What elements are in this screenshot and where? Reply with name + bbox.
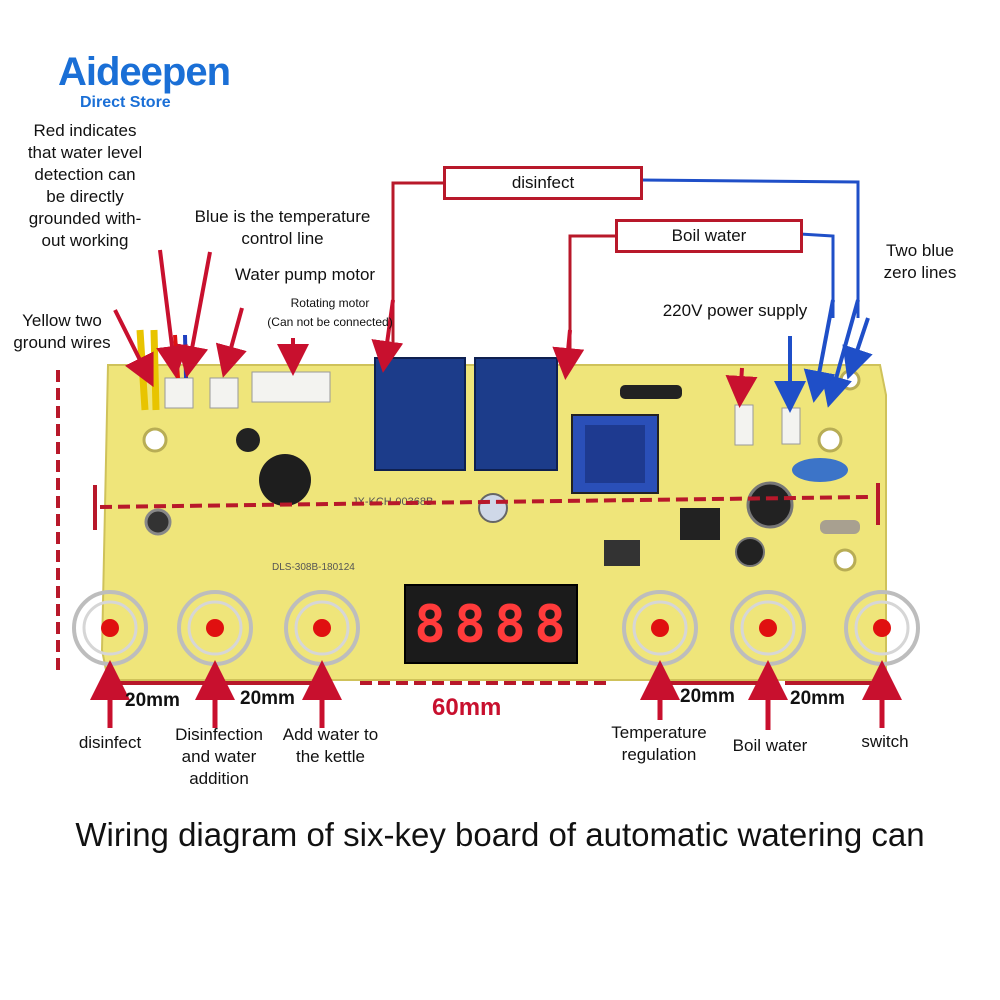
disinfect-box: disinfect — [443, 166, 643, 200]
display-digit: 8 — [454, 595, 486, 655]
capacitor — [746, 481, 794, 529]
relay-1 — [374, 357, 466, 471]
label-water-pump-motor: Water pump motor — [234, 265, 376, 284]
mount-hole — [839, 369, 861, 391]
ic2 — [604, 540, 640, 566]
capacitor — [735, 537, 765, 567]
capacitor — [144, 508, 172, 536]
display-digit: 8 — [414, 595, 446, 655]
key-label-disinfection-water-addition: Disinfection and water addition — [175, 725, 263, 788]
dimension-60mm: 60mm — [432, 694, 502, 721]
label-red-level-detection: Red indicates that water level detection… — [27, 121, 143, 250]
dimension-20mm: 20mm — [790, 688, 845, 709]
connector-cn1 — [164, 377, 194, 409]
diagram-caption: Wiring diagram of six-key board of autom… — [75, 816, 925, 853]
mount-hole — [833, 548, 857, 572]
key-label-temperature-regulation: Temperature regulation — [611, 723, 707, 764]
key-label-disinfect: disinfect — [78, 733, 142, 752]
label-rotating-motor: Rotating motor (Can not be connected) — [267, 296, 393, 329]
brand-subtitle: Direct Store — [80, 94, 171, 111]
display-digit: 8 — [534, 595, 566, 655]
ic1 — [680, 508, 720, 540]
svg-text:DLS-308B-180124: DLS-308B-180124 — [272, 562, 355, 573]
label-220v-power-supply: 220V power supply — [662, 301, 808, 320]
display-digit: 8 — [494, 595, 526, 655]
label-two-blue-zero-lines: Two blue zero lines — [883, 241, 957, 282]
dimension-20mm: 20mm — [240, 688, 295, 709]
fuse — [620, 385, 682, 399]
capacitor — [478, 493, 508, 523]
seven-segment-display — [404, 584, 578, 664]
connector-zero — [781, 407, 801, 445]
key-label-add-water-kettle: Add water to the kettle — [282, 725, 379, 766]
dimension-20mm: 20mm — [125, 690, 180, 711]
key-label-boil-water: Boil water — [732, 736, 808, 755]
brand-logo: Aideepen — [58, 50, 231, 94]
label-yellow-ground-wires: Yellow two ground wires — [13, 311, 111, 352]
key-label-switch: switch — [861, 732, 909, 751]
varistor — [792, 458, 848, 482]
connector-power — [734, 404, 754, 446]
connector-cn2 — [209, 377, 239, 409]
connector-cn5 — [251, 371, 331, 403]
relay-2 — [474, 357, 558, 471]
mount-hole — [142, 427, 168, 453]
buzzer — [259, 454, 311, 506]
label-blue-temperature-line: Blue is the temperature control line — [194, 207, 371, 248]
dimension-20mm: 20mm — [680, 686, 735, 707]
mount-hole — [817, 427, 843, 453]
boil-water-box: Boil water — [615, 219, 803, 253]
